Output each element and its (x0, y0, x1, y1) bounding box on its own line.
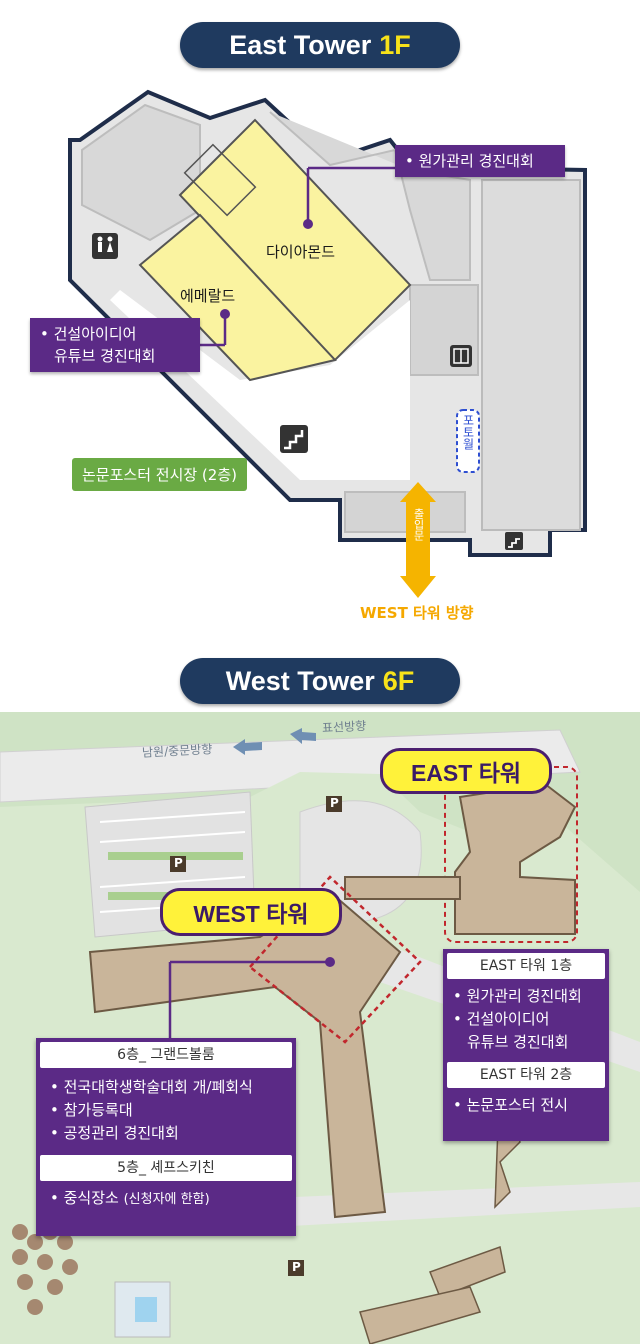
diamond-stage (183, 143, 257, 217)
parking-label-1: P (330, 796, 339, 810)
east-1f-youtube: 유튜브 경진대회 (467, 1033, 569, 1051)
grand-ballroom-header: 6층_ 그랜드볼룸 (40, 1042, 292, 1068)
diamond-marker (303, 219, 313, 229)
arrow-right-icon (290, 728, 316, 744)
east-2f-header: EAST 타워 2층 (447, 1062, 605, 1088)
lunch-text: • 중식장소 (50, 1189, 119, 1207)
north-block (269, 111, 471, 281)
east-1f-header: EAST 타워 1층 (447, 953, 605, 979)
villa-south-2 (359, 1286, 482, 1344)
emerald-label: 에메랄드 (180, 287, 236, 305)
photo-wall-box (456, 409, 480, 473)
stairs-icon (280, 425, 308, 453)
emerald-room (138, 213, 337, 382)
youtube-contest-line2: 유튜브 경진대회 (54, 347, 156, 365)
west-tower-title: West Tower 6F (180, 658, 460, 704)
west-tower-label: WEST 타워 (160, 888, 342, 936)
east-1f-cost: • 원가관리 경진대회 (453, 987, 582, 1005)
east-tower-title: East Tower 1F (180, 22, 460, 68)
entrance-arrow (400, 482, 436, 598)
west-tower-highlight (248, 875, 422, 1044)
photo-wall-label: 포토월 (459, 414, 477, 454)
east-tower-building (454, 782, 577, 935)
east-1f-idea: • 건설아이디어 (453, 1010, 550, 1028)
entrance-text: 출입문 (412, 508, 425, 541)
youtube-contest-tag: • 건설아이디어 유튜브 경진대회 (30, 318, 200, 372)
west-marker (325, 957, 335, 967)
chefs-kitchen-header: 5층_ 셰프스키친 (40, 1155, 292, 1181)
ballroom-item-opening: • 전국대학생학술대회 개/폐회식 (50, 1078, 253, 1096)
east-floor-plan (68, 89, 587, 598)
east-info-panel: EAST 타워 1층 • 원가관리 경진대회 • 건설아이디어 유튜브 경진대회… (443, 949, 609, 1141)
east-tower-label: EAST 타워 (380, 748, 552, 794)
right-hall (481, 179, 581, 531)
youtube-contest-line1: • 건설아이디어 (40, 325, 137, 343)
west-info-panel: 6층_ 그랜드볼룸 • 전국대학생학술대회 개/폐회식 • 참가등록대 • 공정… (36, 1038, 296, 1236)
east-title-floor: 1F (379, 29, 411, 60)
west-title-floor: 6F (382, 665, 415, 696)
ballroom-item-registration: • 참가등록대 (50, 1101, 133, 1119)
ballroom-item-process: • 공정관리 경진대회 (50, 1124, 179, 1142)
photo-wall-text: 포토월 (461, 414, 475, 450)
cost-contest-text: • 원가관리 경진대회 (405, 152, 534, 170)
parking-icon (170, 796, 342, 1276)
poster-exhibit-tag: 논문포스터 전시장 (2층) (72, 458, 247, 491)
arrow-left-icon (233, 739, 262, 755)
elevator-icon (450, 345, 472, 367)
lunch-item: • 중식장소 (신청자에 한함) (36, 1187, 296, 1211)
emerald-marker (220, 309, 230, 319)
west-title-text: West Tower (225, 665, 375, 696)
villa-south (429, 1246, 506, 1298)
parking-label-2: P (174, 856, 183, 870)
east-title-text: East Tower (229, 29, 372, 60)
pool (135, 1297, 157, 1322)
tower-connector (344, 876, 461, 900)
corridor (110, 290, 410, 480)
direction-right-label: 표선방향 (321, 718, 367, 736)
restroom-icon (92, 233, 118, 259)
entrance-label: 출입문 (409, 508, 427, 545)
stairs-small-icon (505, 532, 523, 550)
lunch-note: (신청자에 한함) (123, 1192, 210, 1207)
parking-label-3: P (292, 1260, 301, 1274)
east-2f-poster: • 논문포스터 전시 (453, 1096, 568, 1114)
diamond-label: 다이아몬드 (266, 243, 336, 261)
cost-contest-tag: • 원가관리 경진대회 (395, 145, 565, 177)
west-direction-label: WEST 타워 방향 (360, 604, 474, 622)
